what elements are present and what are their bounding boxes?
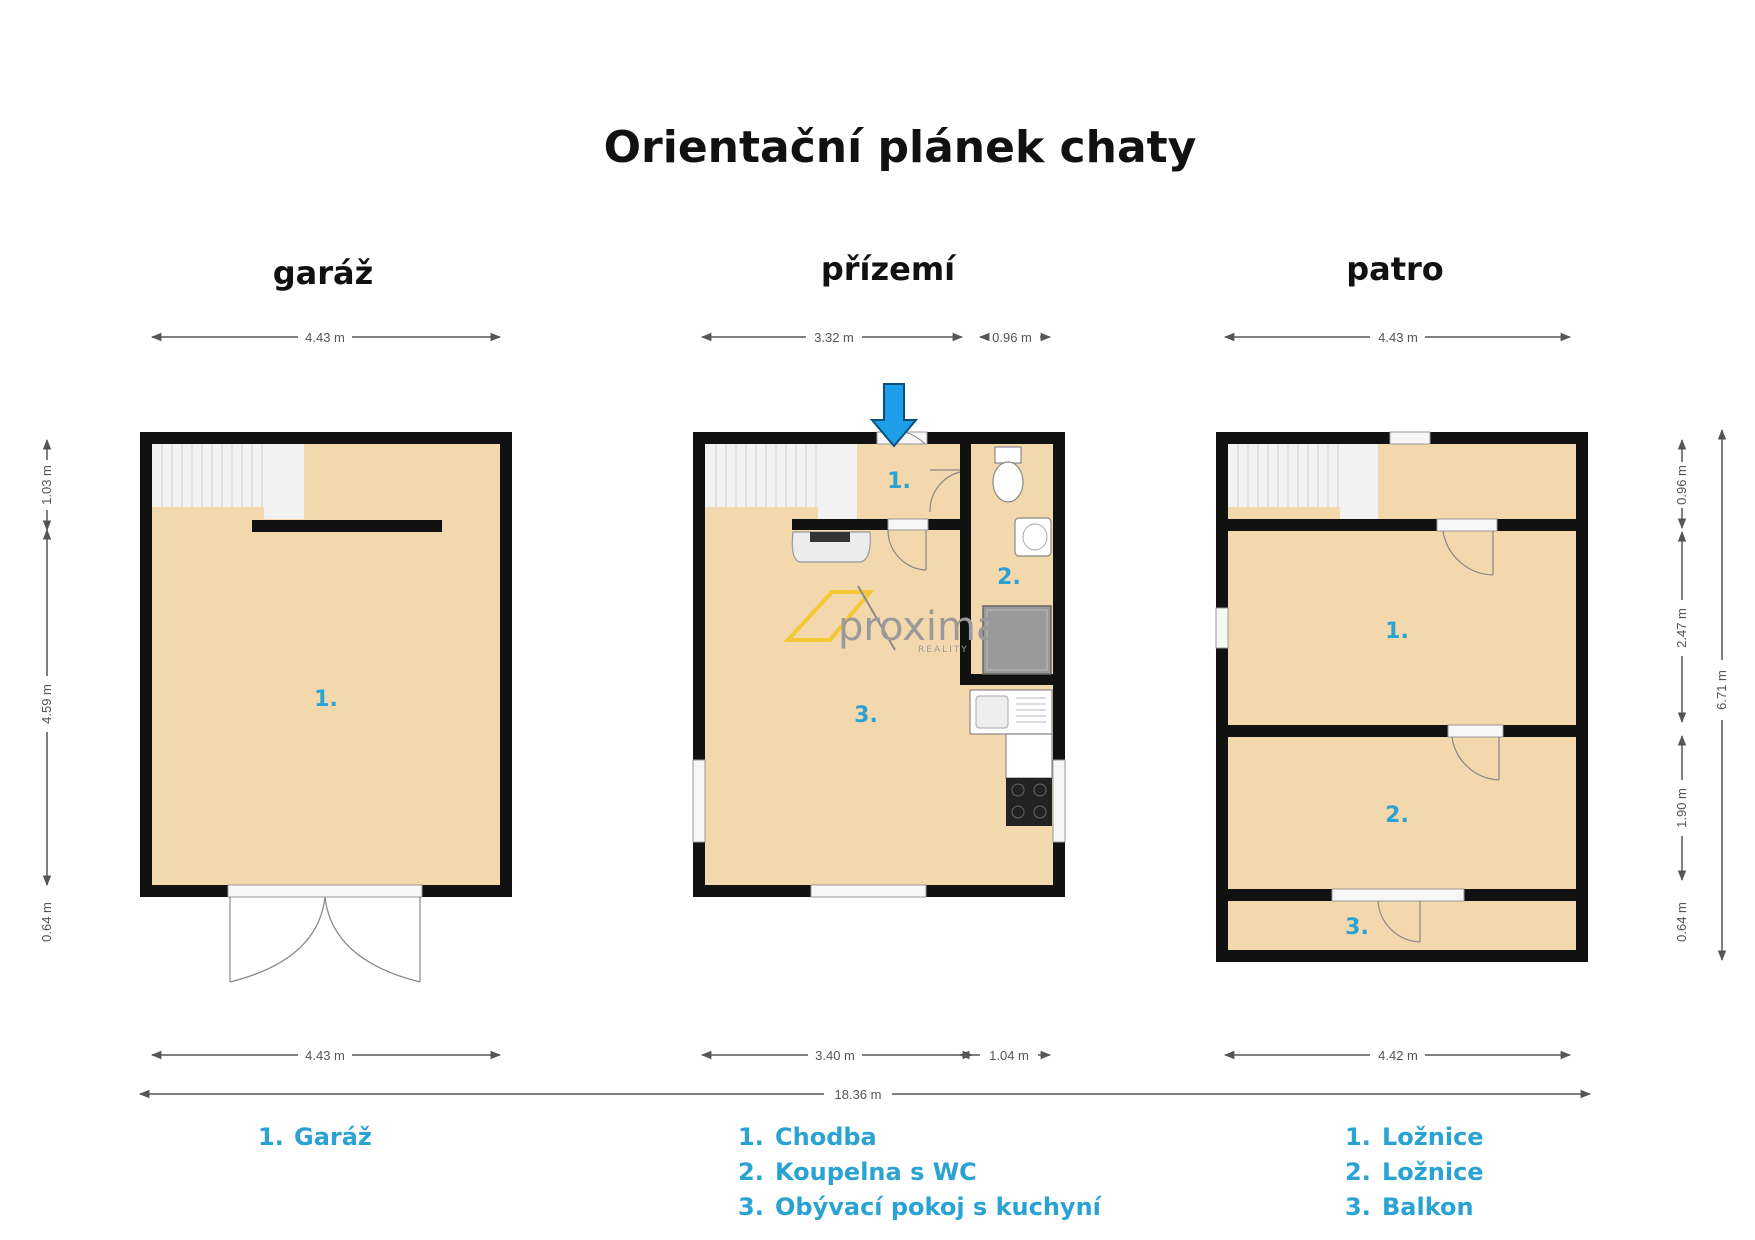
dim-patro-bottom: 4.42 m <box>1378 1048 1418 1063</box>
floor-label-prizemi: přízemí <box>821 250 957 288</box>
legend-garaz: 1. Garáž <box>258 1123 372 1151</box>
dim-prizemi-top-1: 3.32 m <box>814 330 854 345</box>
dim-garaz-left-2: 4.59 m <box>39 684 54 724</box>
dim-patro-right-2: 2.47 m <box>1674 608 1689 648</box>
toilet-icon <box>992 446 1024 503</box>
legend-patro: 1. Ložnice 2. Ložnice 3. Balkon <box>1345 1123 1484 1221</box>
stairs-icon <box>705 444 857 519</box>
sofa-icon <box>791 531 871 563</box>
legend-item-number: 1. <box>258 1123 284 1151</box>
plan-prizemi: proxima REALITY 1. 2. 3. <box>692 383 1066 898</box>
legend-prizemi: 1. Chodba 2. Koupelna s WC 3. Obývací po… <box>738 1123 1103 1221</box>
legend-item-name: Garáž <box>294 1123 372 1151</box>
garage-door-icon <box>229 896 421 983</box>
legend-item-name: Balkon <box>1382 1193 1474 1221</box>
sink-icon <box>969 689 1053 735</box>
dim-garaz-left-3: 0.64 m <box>39 902 54 942</box>
legend-item-name: Obývací pokoj s kuchyní <box>775 1193 1103 1221</box>
entry-arrow-icon <box>869 383 919 448</box>
floor-label-garaz: garáž <box>273 254 374 292</box>
dim-patro-right-1: 0.96 m <box>1674 465 1689 505</box>
room-number-prizemi-2: 2. <box>997 565 1021 590</box>
stairs-icon <box>1228 444 1378 519</box>
room-number-patro-1: 1. <box>1385 619 1409 644</box>
room-number-patro-2: 2. <box>1385 803 1409 828</box>
legend-item-number: 1. <box>738 1123 764 1151</box>
watermark-sub: REALITY <box>918 645 969 655</box>
dim-prizemi-bottom-2: 1.04 m <box>989 1048 1029 1063</box>
proxima-logo-icon <box>783 585 896 651</box>
dim-garaz-bottom: 4.43 m <box>305 1048 345 1063</box>
room-number-prizemi-1: 1. <box>887 469 911 494</box>
floor-label-patro: patro <box>1346 250 1444 288</box>
dim-patro-top: 4.43 m <box>1378 330 1418 345</box>
dim-overall: 18.36 m <box>835 1087 882 1102</box>
legend-item-number: 3. <box>1345 1193 1371 1221</box>
plan-garaz: 1. <box>140 432 512 983</box>
stove-icon <box>1006 778 1052 826</box>
legend-item-name: Ložnice <box>1382 1123 1484 1151</box>
page-title: Orientační plánek chaty <box>604 122 1197 173</box>
legend-item-name: Chodba <box>775 1123 877 1151</box>
legend-item-number: 1. <box>1345 1123 1371 1151</box>
legend-item-number: 2. <box>1345 1158 1371 1186</box>
room-number-patro-3: 3. <box>1345 915 1369 940</box>
legend-item-number: 3. <box>738 1193 764 1221</box>
legend-item-name: Ložnice <box>1382 1158 1484 1186</box>
dimension-lines <box>42 332 1727 1099</box>
shower-icon <box>982 605 1052 675</box>
stairs-icon <box>152 444 304 519</box>
watermark-brand: proxima <box>838 604 1000 650</box>
dim-prizemi-top-2: 0.96 m <box>992 330 1032 345</box>
dim-patro-right-4: 0.64 m <box>1674 902 1689 942</box>
legend-item-number: 2. <box>738 1158 764 1186</box>
dim-garaz-left-1: 1.03 m <box>39 465 54 505</box>
dim-patro-right-3: 1.90 m <box>1674 788 1689 828</box>
dim-patro-total: 6.71 m <box>1714 670 1729 710</box>
dim-prizemi-bottom-1: 3.40 m <box>815 1048 855 1063</box>
room-number-garaz-1: 1. <box>314 687 338 712</box>
legend-item-name: Koupelna s WC <box>775 1158 977 1186</box>
sink-icon <box>1014 517 1052 557</box>
room-number-prizemi-3: 3. <box>854 703 878 728</box>
plan-patro: 1. 2. 3. <box>1215 431 1588 962</box>
dim-garaz-top: 4.43 m <box>305 330 345 345</box>
